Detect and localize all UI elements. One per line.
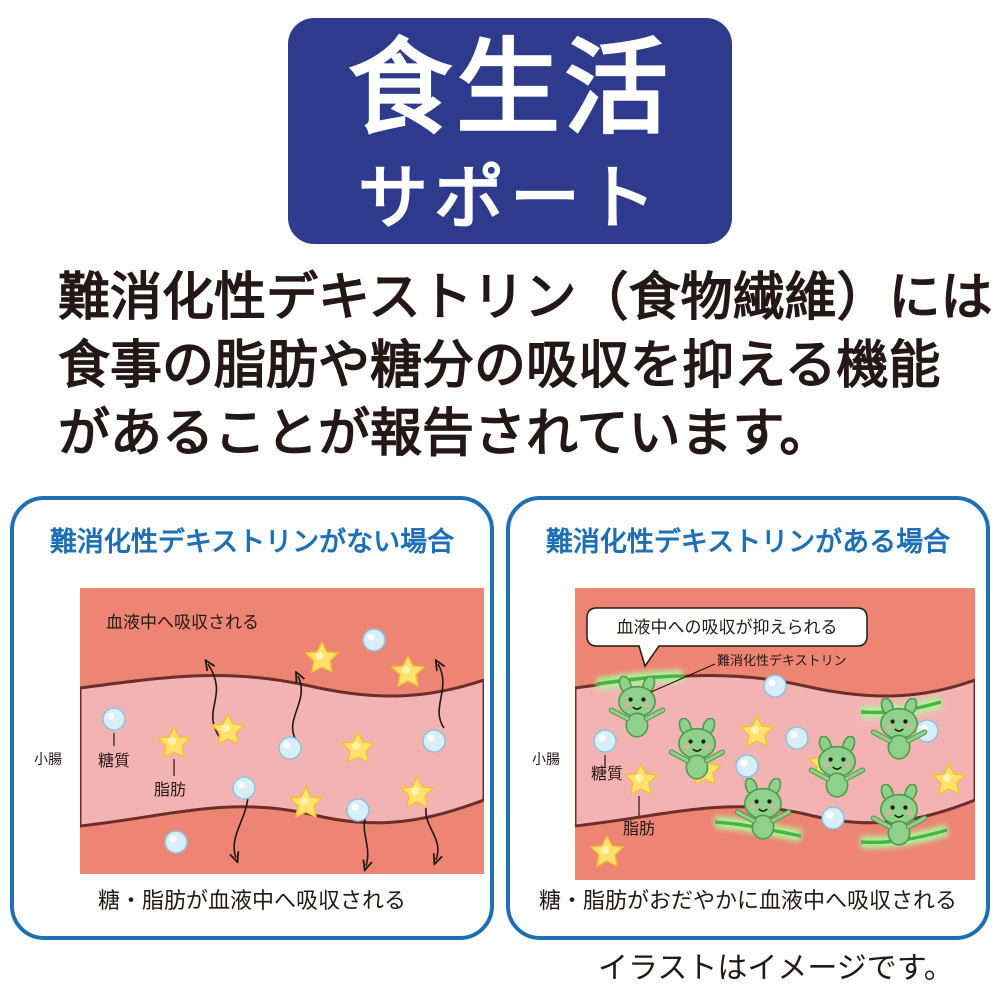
image-disclaimer: イラストはイメージです。 bbox=[598, 951, 954, 986]
small-intestine-label: 小腸 bbox=[532, 752, 560, 768]
sugar-label: 糖質 bbox=[98, 751, 130, 770]
card-caption: 糖・脂肪がおだやかに血液中へ吸収される bbox=[538, 889, 957, 914]
sugar-molecule-icon bbox=[164, 830, 188, 854]
sugar-molecule-icon bbox=[102, 707, 126, 731]
blood-absorbed-label: 血液中へ吸収される bbox=[106, 613, 259, 633]
illustration-with-dextrin: 血液中への吸収が抑えられる 難消化性デキストリン 糖質 脂肪 bbox=[575, 588, 975, 880]
sugar-molecule-icon bbox=[232, 776, 256, 800]
sugar-molecule-icon bbox=[785, 726, 809, 750]
illustration-without-dextrin: 血液中へ吸収される 糖質 脂肪 bbox=[80, 588, 484, 874]
dextrin-label: 難消化性デキストリン bbox=[717, 653, 847, 669]
fat-label: 脂肪 bbox=[623, 819, 655, 838]
sugar-molecule-icon bbox=[821, 806, 845, 830]
description-line-2: 食事の脂肪や糖分の吸収を抑える機能 bbox=[58, 336, 941, 396]
fat-label: 脂肪 bbox=[154, 780, 186, 799]
page-title: 食生活 bbox=[347, 27, 672, 149]
sugar-molecule-icon bbox=[422, 729, 446, 753]
card-caption: 糖・脂肪が血液中へ吸収される bbox=[97, 889, 406, 914]
callout-bubble bbox=[586, 607, 868, 668]
sugar-label: 糖質 bbox=[591, 764, 623, 783]
sugar-molecule-icon bbox=[763, 674, 787, 698]
sugar-molecule-icon bbox=[278, 736, 302, 760]
absorption-arrow-icon bbox=[438, 664, 444, 729]
card-title: 難消化性デキストリンがない場合 bbox=[49, 527, 455, 558]
absorption-arrow-icon bbox=[425, 807, 438, 860]
callout-text: 血液中への吸収が抑えられる bbox=[617, 618, 838, 638]
description-line-3: があることが報告されています。 bbox=[58, 404, 832, 464]
card-title: 難消化性デキストリンがある場合 bbox=[545, 527, 951, 558]
absorption-arrow-icon bbox=[234, 793, 249, 858]
page-subtitle: サポート bbox=[358, 157, 662, 239]
absorption-arrow-icon bbox=[291, 676, 302, 739]
sugar-molecule-icon bbox=[593, 729, 617, 753]
small-intestine-label: 小腸 bbox=[34, 752, 62, 768]
sugar-molecule-icon bbox=[346, 798, 370, 822]
absorption-arrow-icon bbox=[364, 815, 367, 866]
title-banner: 食生活 サポート bbox=[288, 18, 732, 244]
description-line-1: 難消化性デキストリン（食物繊維）には bbox=[58, 268, 993, 328]
sugar-molecule-icon bbox=[735, 754, 759, 778]
sugar-molecule-icon bbox=[362, 628, 386, 652]
